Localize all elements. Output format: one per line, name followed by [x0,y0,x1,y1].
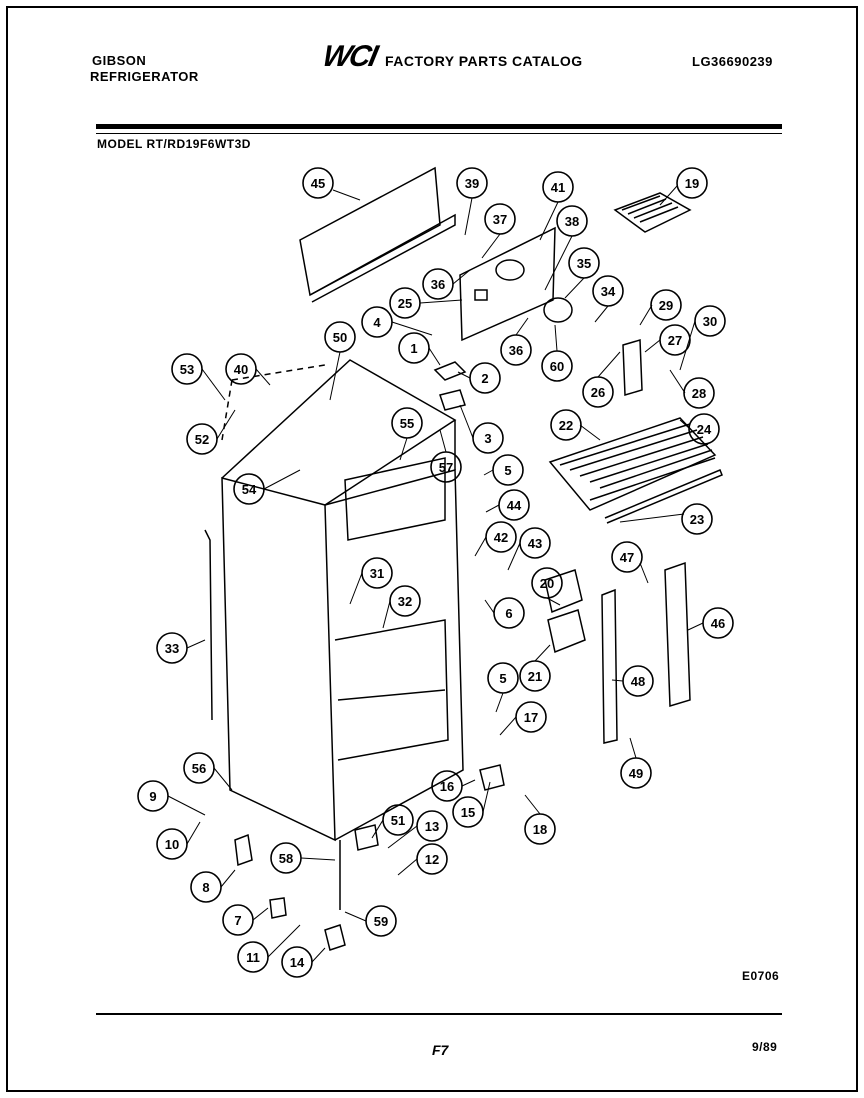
callout-label: 57 [439,460,453,475]
header-rule-thin [96,133,782,134]
callout-label: 46 [711,616,725,631]
callout-label: 54 [242,482,257,497]
callout-label: 34 [601,284,616,299]
drawing-code: E0706 [742,969,780,983]
callout-label: 29 [659,298,673,313]
callout-label: 48 [631,674,645,689]
callout-label: 41 [551,180,565,195]
thermostat-part [622,339,643,396]
shelf-rail-right-part [664,561,691,707]
callout-label: 13 [425,819,439,834]
header-rule-thick [96,124,782,129]
callout-label: 36 [431,277,445,292]
callout-labels: 45 39 41 19 37 38 36 35 34 25 4 36 60 29… [149,176,725,970]
callout-label: 39 [465,176,479,191]
callout-label: 20 [540,576,554,591]
top-panel-part [299,166,441,297]
callout-label: 55 [400,416,414,431]
catalog-title: FACTORY PARTS CATALOG [385,53,583,69]
document-code: LG36690239 [692,54,773,69]
callout-label: 40 [234,362,248,377]
callout-label: 5 [504,463,511,478]
callout-label: 44 [507,498,522,513]
callout-label: 8 [202,880,209,895]
callout-label: 28 [692,386,706,401]
callout-label: 45 [311,176,325,191]
callout-label: 26 [591,385,605,400]
callout-label: 1 [410,341,417,356]
ice-tray-part [613,192,692,233]
callout-label: 59 [374,914,388,929]
callout-label: 19 [685,176,699,191]
callout-label: 42 [494,530,508,545]
catalog-date: 9/89 [752,1040,778,1054]
hinge-part [433,361,467,381]
control-panel-part [459,226,556,342]
callout-label: 17 [524,710,538,725]
brand-name: GIBSON [92,53,147,68]
callout-label: 11 [246,950,260,965]
callout-label: 12 [425,852,439,867]
callout-label: 43 [528,536,542,551]
callout-label: 53 [180,362,194,377]
page-border [6,6,858,1092]
callout-label: 56 [192,761,206,776]
leader-lines [167,185,704,963]
product-type: REFRIGERATOR [90,69,199,84]
callout-label: 14 [290,955,305,970]
callout-label: 27 [668,333,682,348]
callout-label: 51 [391,813,405,828]
callout-label: 50 [333,330,347,345]
callout-label: 58 [279,851,293,866]
callout-label: 38 [565,214,579,229]
callout-label: 9 [149,789,156,804]
callout-label: 6 [505,606,512,621]
callout-label: 60 [550,359,564,374]
callout-label: 36 [509,343,523,358]
callout-label: 30 [703,314,717,329]
callout-label: 33 [165,641,179,656]
callout-label: 3 [484,431,491,446]
wire-shelf-part [548,417,717,511]
footer-rule [96,1013,782,1015]
callout-label: 23 [690,512,704,527]
callout-label: 5 [499,671,506,686]
callout-label: 31 [370,566,384,581]
callout-label: 21 [528,669,542,684]
callout-label: 18 [533,822,547,837]
callout-label: 32 [398,594,412,609]
drain-tube-part [204,529,213,721]
callout-label: 49 [629,766,643,781]
callout-label: 4 [373,315,381,330]
callout-label: 25 [398,296,412,311]
shelf-rail-left-part [601,588,618,744]
callout-label: 2 [481,371,488,386]
hinge-bracket-part [544,569,583,614]
model-number: MODEL RT/RD19F6WT3D [97,137,251,151]
callout-label: 47 [620,550,634,565]
callout-label: 35 [577,256,591,271]
callout-label: 22 [559,418,573,433]
callout-label: 15 [461,805,475,820]
light-socket-part [543,297,573,323]
callout-label: 52 [195,432,209,447]
page-mark: F7 [432,1042,449,1058]
callout-label: 10 [165,837,179,852]
cabinet-side-part [221,477,336,842]
callout-label: 16 [440,779,454,794]
callout-label: 37 [493,212,507,227]
callout-label: 7 [234,913,241,928]
callout-label: 24 [697,422,712,437]
